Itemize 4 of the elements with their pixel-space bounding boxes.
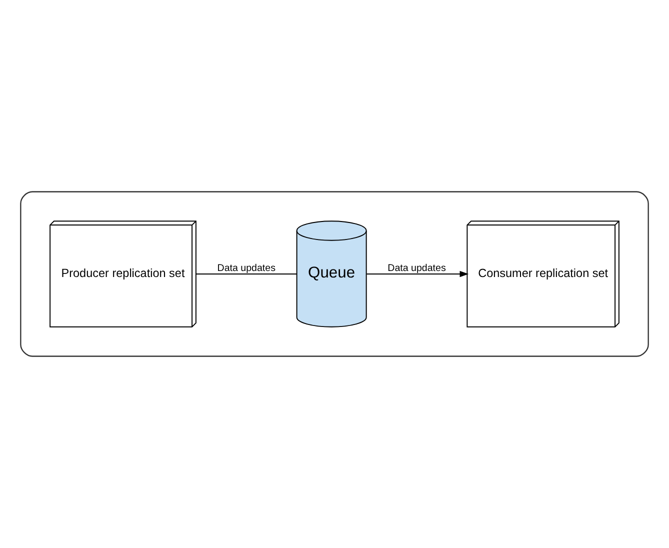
edge-label: Data updates (217, 263, 276, 274)
cluster (20, 191, 649, 357)
edge-label: Data updates (388, 263, 446, 274)
arrow (366, 270, 469, 278)
